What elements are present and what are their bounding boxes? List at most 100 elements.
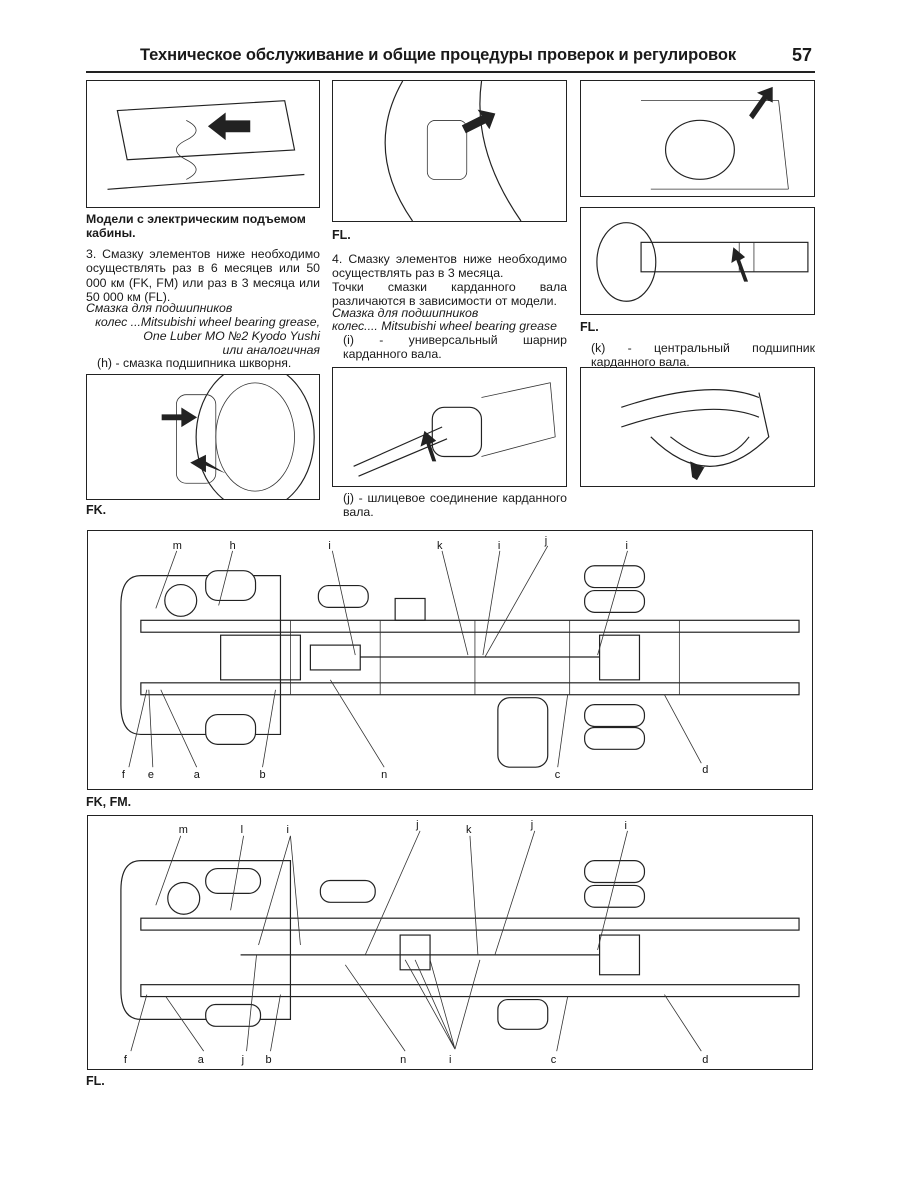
steering-wheel [167,881,201,915]
arrow-icon [161,407,198,428]
callout-label: i [625,820,627,832]
front-wheel [205,713,257,745]
center-bearing-housing [399,934,431,971]
diagram-caption: FL. [86,1074,105,1088]
chassis-lubrication-diagram: m h i k i j i f e a b n c d [120,535,800,781]
item-j-description: (j) - шлицевое соединение карданного вал… [343,491,567,520]
driveshaft-illustration [596,222,809,302]
fuel-tank [497,697,549,768]
spline-joint-illustration [353,382,556,477]
grease-spec-line: колес.... Mitsubishi wheel bearing greas… [332,319,557,333]
figure-universal-joint [580,80,815,197]
cab-outline [120,575,282,736]
battery [394,597,426,621]
fuel-tank [497,998,549,1030]
front-wheel [205,570,257,602]
callout-label: j [241,1054,244,1066]
suspension-illustration [107,100,305,190]
callout-label: n [381,769,387,781]
callout-label: i [328,540,330,552]
chassis-lubrication-diagram: m l i j k j i f a j b n i c d [120,819,800,1066]
rear-wheel [584,589,646,613]
center-bearing-illustration [621,389,770,481]
cab-outline [120,860,292,1020]
rear-wheel [584,704,646,728]
callout-label: a [194,769,201,781]
rear-axle [598,934,641,976]
callout-label: i [626,540,628,552]
grease-label: Смазка для подшипников [86,301,233,315]
item-h-description: (h) - смазка подшипника шкворня. [97,356,292,370]
grease-label: Смазка для подшипников [332,306,479,320]
item-k-description: (k) - центральный подшипник карданного в… [591,341,815,370]
callout-label: i [449,1054,451,1066]
arrow-icon [461,109,496,134]
rear-wheel [584,565,646,589]
grease-spec-line: или аналогичная [222,343,320,357]
callout-label: f [122,769,126,781]
callout-label: h [230,540,236,552]
callout-label: c [555,769,561,781]
callout-label: k [437,540,443,552]
front-wheel [205,867,262,894]
figure-spline-joint [332,367,567,487]
callout-label: i [498,540,500,552]
callout-label: k [466,824,472,836]
paragraph-4-note: Точки смазки карданного вала различаются… [332,280,567,309]
callout-label: j [530,819,533,831]
rear-wheel [584,884,646,908]
arrow-icon [207,112,251,141]
grease-spec-line: колес ...Mitsubishi wheel bearing grease… [95,315,320,329]
arrow-icon [190,454,226,474]
callout-label: f [124,1054,128,1066]
header-rule [86,71,815,73]
rear-axle [598,634,641,681]
callout-label: b [260,769,266,781]
frame-rail [140,917,800,931]
callout-label: d [702,764,708,776]
callout-label: b [266,1054,272,1066]
callout-label: l [241,824,243,836]
callout-label: i [286,824,288,836]
callout-label: m [179,824,188,836]
grease-spec-line: One Luber MO №2 Kyodo Yushi [143,329,320,343]
callout-label: e [148,769,154,781]
paragraph-3: 3. Смазку элементов ниже необходимо осущ… [86,247,320,305]
kingpin-illustration [161,375,315,499]
transmission [309,644,361,671]
callout-label: a [198,1054,205,1066]
figure-cab-lift-grease-point [86,80,320,208]
callout-label: j [415,819,418,831]
paragraph-4: 4. Смазку элементов ниже необходимо осущ… [332,252,567,281]
callout-label: d [702,1054,708,1066]
figure-caption: FL. [580,320,599,334]
callout-label: j [544,535,547,547]
air-tank [317,584,369,609]
figure-driveshaft-splines [580,207,815,315]
chassis-diagram-fk-fm: m h i k i j i f e a b n c d [87,530,813,790]
steering-wheel [164,583,198,617]
chassis-diagram-fl: m l i j k j i f a j b n i c d [87,815,813,1070]
front-wheel [205,1003,262,1027]
arrow-icon [420,430,437,462]
page-number: 57 [792,45,813,65]
section-heading: Модели с электрическим подъемом кабины. [86,212,306,241]
diagram-caption: FK, FM. [86,795,132,809]
wheel-hub-illustration [384,81,522,221]
arrow-icon [731,247,749,282]
air-tank [319,879,376,903]
callout-label: m [173,540,182,552]
frame-rail [140,619,800,633]
arrow-icon [690,461,705,481]
rear-wheel [584,860,646,884]
engine [220,634,302,681]
figure-fl-wheel [332,80,567,222]
figure-caption: FL. [332,228,351,242]
item-i-description: (i) - универсальный шарнир карданного ва… [343,333,567,362]
page-header-title: Техническое обслуживание и общие процеду… [140,46,737,64]
callout-label: c [551,1054,557,1066]
figure-fk-kingpin [86,374,320,500]
figure-center-bearing [580,367,815,487]
rear-wheel [584,726,646,750]
arrow-icon [749,86,773,120]
